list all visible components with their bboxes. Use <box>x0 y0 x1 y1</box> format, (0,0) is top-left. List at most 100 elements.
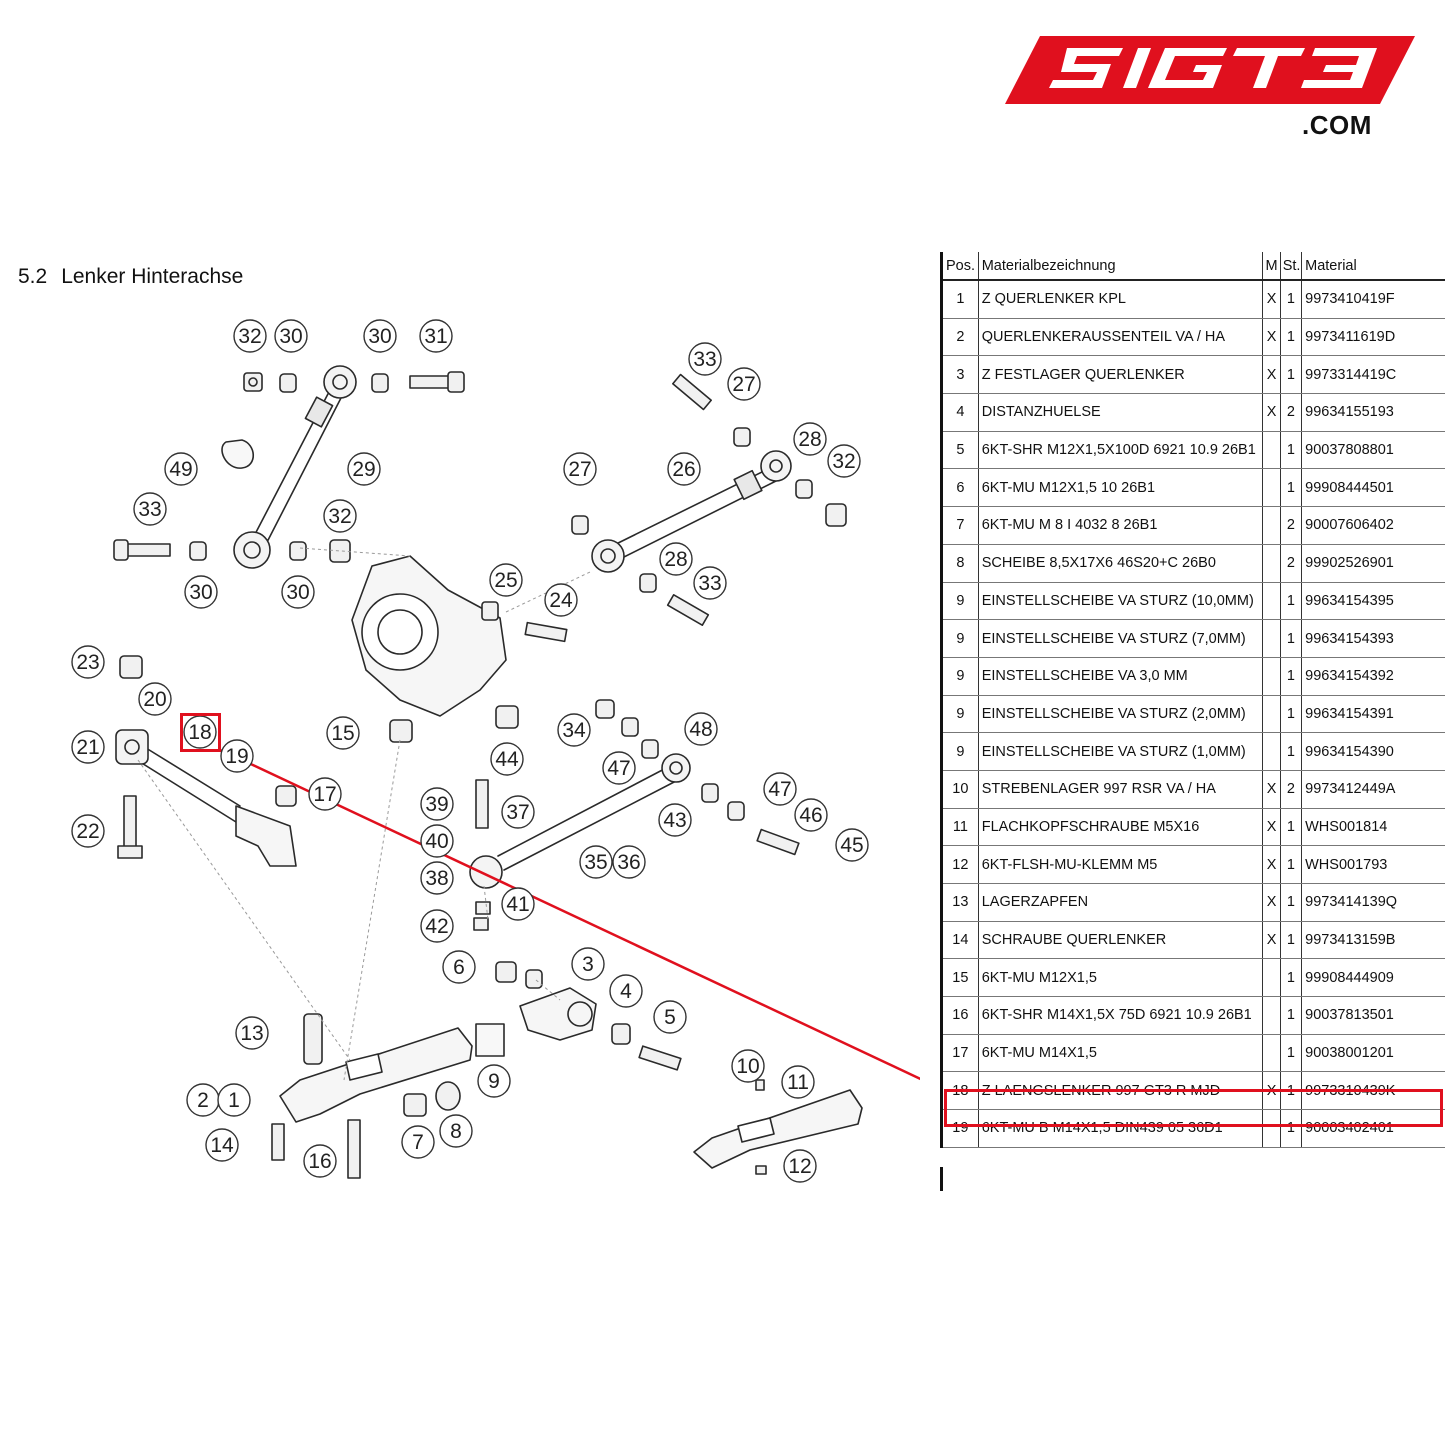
upper-link-29 <box>233 365 357 569</box>
row-material: 99908444501 <box>1301 468 1445 508</box>
callout-label: 30 <box>189 581 212 604</box>
callout-circle <box>501 887 535 921</box>
row-pos: 8 <box>940 544 979 583</box>
row-material: 90007606402 <box>1301 506 1445 545</box>
callout-label: 40 <box>425 830 448 853</box>
callout-label: 38 <box>425 867 448 890</box>
callout-49: 49 <box>164 452 198 486</box>
callout-label: 28 <box>664 548 687 571</box>
callout-circle <box>71 814 105 848</box>
callout-label: 35 <box>584 851 607 874</box>
row-name: 6KT-SHR M14X1,5X 75D 6921 10.9 26B1 <box>978 996 1264 1035</box>
callout-23: 23 <box>71 645 105 679</box>
callout-label: 37 <box>506 801 529 824</box>
row-m: X <box>1262 770 1281 809</box>
row-st: 1 <box>1280 657 1303 696</box>
callout-45: 45 <box>835 828 869 862</box>
section-number: 5.2 <box>18 265 48 288</box>
callout-circle <box>781 1065 815 1099</box>
callout-32: 32 <box>323 499 357 533</box>
callout-circle <box>233 319 267 353</box>
callout-circle <box>217 1083 251 1117</box>
row-pos: 12 <box>940 845 979 884</box>
callout-label: 32 <box>328 505 351 528</box>
row-m <box>1262 732 1281 771</box>
callout-38: 38 <box>420 861 454 895</box>
row-pos: 9 <box>940 657 979 696</box>
highlight-badge-18 <box>180 713 221 752</box>
row-m <box>1262 506 1281 545</box>
callout-19: 19 <box>220 739 254 773</box>
row-m <box>1262 958 1281 998</box>
row-material: 90038001201 <box>1301 1034 1445 1073</box>
row-st: 1 <box>1280 582 1303 621</box>
callout-label: 47 <box>607 757 630 780</box>
row-material: 9973411619D <box>1301 318 1445 357</box>
table-header-row: Pos. Materialbezeichnung M St. Material <box>940 252 1445 281</box>
row-m: X <box>1262 921 1281 960</box>
row-name: STREBENLAGER 997 RSR VA / HA <box>978 770 1264 809</box>
callout-circle <box>659 542 693 576</box>
callout-label: 26 <box>672 458 695 481</box>
callout-circle <box>793 422 827 456</box>
callout-32: 32 <box>827 444 861 478</box>
row-material: 99634154393 <box>1301 619 1445 658</box>
row-material: 99634155193 <box>1301 393 1445 432</box>
row-name: FLACHKOPFSCHRAUBE M5X16 <box>978 808 1264 847</box>
callout-47: 47 <box>602 751 636 785</box>
callout-label: 33 <box>138 498 161 521</box>
callout-43: 43 <box>658 803 692 837</box>
callout-circle <box>164 452 198 486</box>
callout-12: 12 <box>783 1149 817 1183</box>
header-pos: Pos. <box>940 252 979 281</box>
callout-46: 46 <box>794 798 828 832</box>
row-pos: 10 <box>940 770 979 809</box>
row-name: EINSTELLSCHEIBE VA STURZ (7,0MM) <box>978 619 1264 658</box>
callout-circle <box>579 845 613 879</box>
callout-9: 9 <box>477 1064 511 1098</box>
brand-domain: .COM <box>1302 110 1372 140</box>
callout-circle <box>439 1114 473 1148</box>
callout-7: 7 <box>401 1125 435 1159</box>
row-pos: 2 <box>940 318 979 357</box>
row-st: 1 <box>1280 808 1303 847</box>
exploded-parts-diagram: 3230303149293332303033272726283225242833… <box>71 319 920 1183</box>
header-name: Materialbezeichnung <box>978 252 1264 281</box>
callout-label: 5 <box>664 1006 676 1029</box>
callout-circle <box>71 730 105 764</box>
callout-circle <box>763 772 797 806</box>
row-material: 99634154391 <box>1301 695 1445 734</box>
row-name: 6KT-MU M12X1,5 10 26B1 <box>978 468 1264 508</box>
callout-39: 39 <box>420 787 454 821</box>
callout-circle <box>235 1016 269 1050</box>
row-pos: 14 <box>940 921 979 960</box>
callout-circle <box>609 974 643 1008</box>
row-m: X <box>1262 280 1281 319</box>
row-m <box>1262 431 1281 470</box>
row-m <box>1262 695 1281 734</box>
table-left-rule <box>940 1167 943 1191</box>
row-name: SCHEIBE 8,5X17X6 46S20+C 26B0 <box>978 544 1264 583</box>
row-pos: 1 <box>940 280 979 319</box>
callout-28: 28 <box>659 542 693 576</box>
row-material: 9973412449A <box>1301 770 1445 809</box>
callout-circle <box>602 751 636 785</box>
callout-circle <box>563 452 597 486</box>
callout-22: 22 <box>71 814 105 848</box>
callout-1: 1 <box>217 1083 251 1117</box>
callout-30: 30 <box>363 319 397 353</box>
callout-47: 47 <box>763 772 797 806</box>
row-name: EINSTELLSCHEIBE VA STURZ (1,0MM) <box>978 732 1264 771</box>
row-pos: 7 <box>940 506 979 545</box>
callout-33: 33 <box>693 566 727 600</box>
row-material: 9973413159B <box>1301 921 1445 960</box>
row-name: 6KT-MU M14X1,5 <box>978 1034 1264 1073</box>
callout-29: 29 <box>347 452 381 486</box>
